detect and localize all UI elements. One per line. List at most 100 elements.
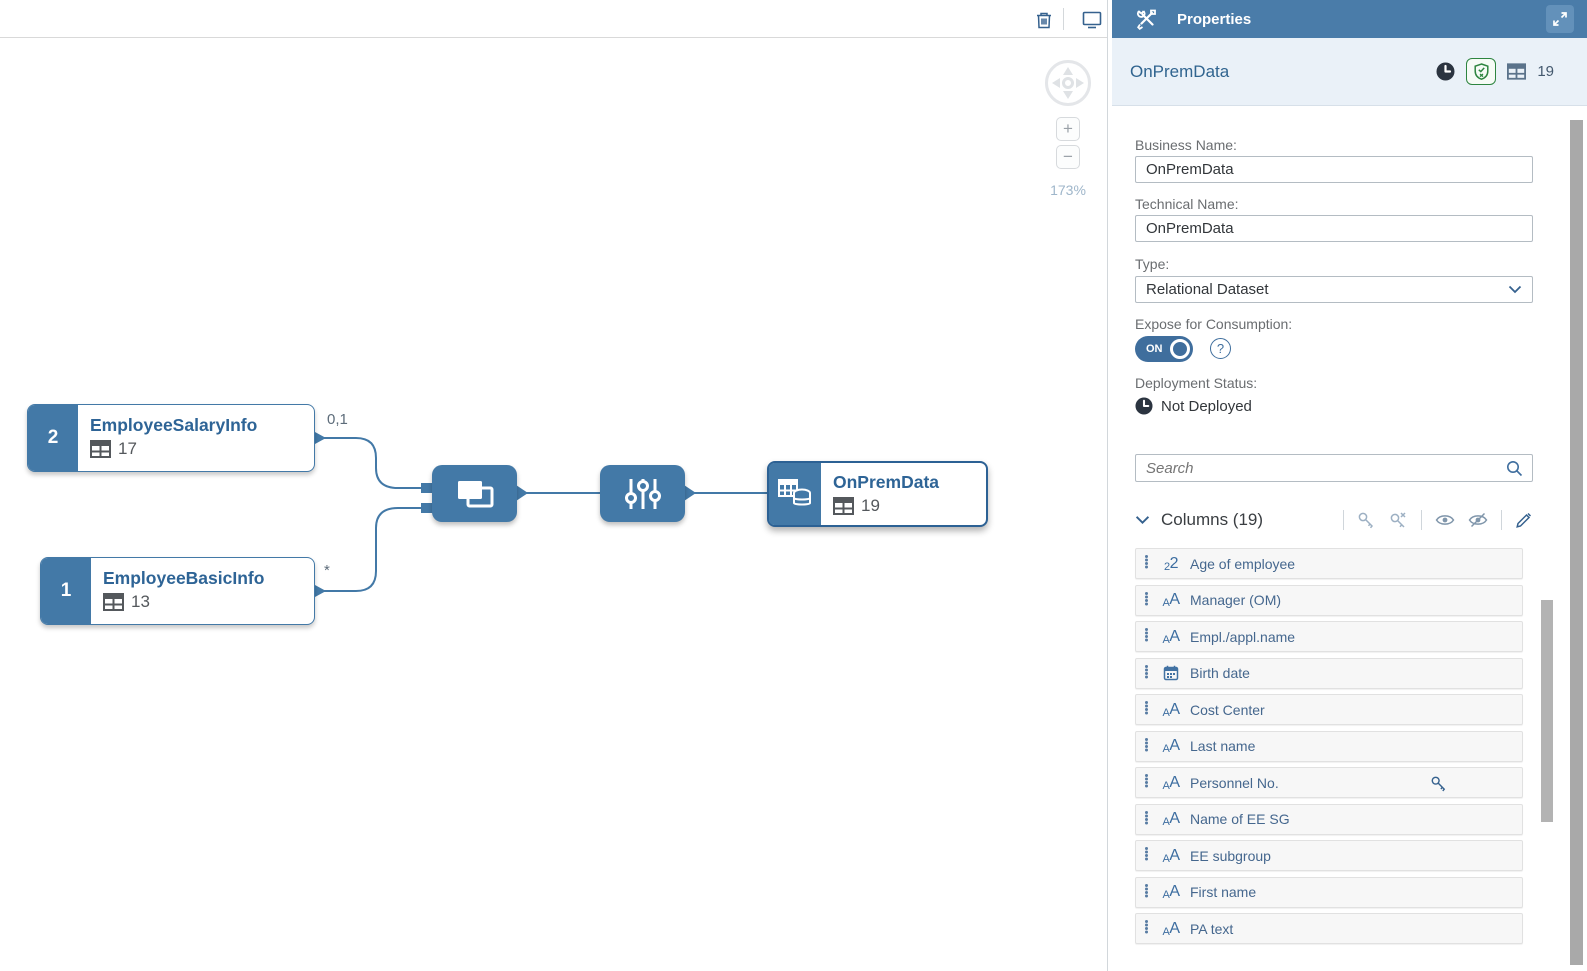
drag-handle-icon[interactable] — [1145, 562, 1148, 565]
table-icon — [1507, 63, 1527, 80]
drag-handle-icon[interactable] — [1145, 744, 1148, 748]
column-label: Manager (OM) — [1190, 592, 1282, 608]
column-row[interactable]: 22 AA Name of EE SG — [1135, 803, 1523, 835]
node-onpremdata-output[interactable]: OnPremData 19 — [767, 461, 988, 527]
expose-toggle[interactable]: ON — [1135, 336, 1193, 362]
tools-icon — [1136, 8, 1158, 30]
drag-handle-icon[interactable] — [1145, 635, 1148, 638]
not-deployed-clock-icon — [1135, 397, 1153, 415]
date-type-icon — [1158, 665, 1184, 681]
node-projection-operator[interactable] — [600, 465, 685, 522]
projection-icon — [624, 478, 661, 509]
panel-scrollbar[interactable] — [1570, 120, 1583, 965]
column-row[interactable]: 22 AA PA text — [1135, 913, 1523, 944]
zoom-in-button[interactable]: + — [1056, 117, 1080, 141]
node-employee-salary-info[interactable]: 2 EmployeeSalaryInfo 17 — [27, 404, 315, 472]
search-input[interactable] — [1136, 459, 1506, 477]
column-row[interactable]: 22 AA Age of employee — [1135, 548, 1523, 579]
hide-column-eye-slash-icon[interactable] — [1468, 512, 1488, 528]
zoom-out-button[interactable]: − — [1056, 145, 1080, 169]
column-label: First name — [1190, 884, 1257, 900]
node-title: EmployeeBasicInfo — [103, 568, 265, 588]
drag-handle-icon[interactable] — [1145, 817, 1148, 821]
edit-pencil-icon[interactable] — [1515, 511, 1533, 529]
column-label: Name of EE SG — [1190, 811, 1290, 827]
column-row[interactable]: 22 AA Empl./appl.name — [1135, 621, 1523, 652]
column-row[interactable]: 22 AA First name — [1135, 876, 1523, 908]
columns-section-header: Columns (19) — [1135, 505, 1533, 535]
type-select-value: Relational Dataset — [1146, 281, 1269, 298]
expand-panel-button[interactable] — [1546, 5, 1574, 33]
table-icon — [103, 593, 124, 611]
drag-handle-icon[interactable] — [1145, 890, 1148, 894]
expose-label: Expose for Consumption: — [1135, 316, 1293, 332]
drag-handle-icon[interactable] — [1145, 671, 1148, 675]
actions-separator — [1421, 510, 1422, 530]
column-row[interactable]: 22 AA EE subgroup — [1135, 840, 1523, 871]
dataset-icon — [778, 479, 811, 506]
business-name-input[interactable] — [1135, 156, 1533, 183]
technical-name-input[interactable] — [1135, 215, 1533, 242]
column-label: EE subgroup — [1190, 847, 1271, 864]
type-label: Type: — [1135, 256, 1170, 272]
set-key-icon[interactable] — [1357, 511, 1376, 530]
table-icon — [90, 440, 111, 458]
delete-button[interactable] — [1033, 9, 1055, 31]
pan-compass[interactable] — [1044, 59, 1092, 107]
column-row[interactable]: 22 AA Cost Center — [1135, 694, 1523, 725]
column-row[interactable]: 22 AA Manager (OM) — [1135, 584, 1523, 616]
properties-panel: Properties OnPremData — [1112, 0, 1587, 971]
validation-shield-button[interactable] — [1466, 58, 1497, 85]
canvas-toolbar — [0, 0, 1107, 38]
node-order-badge: 1 — [41, 558, 91, 624]
column-row[interactable]: 22 AA Personnel No. — [1135, 767, 1523, 798]
node-column-count: 19 — [861, 496, 880, 515]
node-employee-basic-info[interactable]: 1 EmployeeBasicInfo 13 — [40, 557, 315, 625]
node-column-count: 13 — [131, 592, 150, 611]
drag-handle-icon[interactable] — [1145, 598, 1148, 602]
help-icon[interactable]: ? — [1210, 338, 1231, 359]
columns-list: 22 AA Age of employee — [1135, 548, 1523, 950]
drag-handle-icon[interactable] — [1145, 781, 1148, 784]
column-label: Empl./appl.name — [1190, 628, 1296, 645]
properties-header: Properties — [1112, 0, 1587, 38]
column-row[interactable]: 22 AA Birth date — [1135, 657, 1523, 689]
column-label: Age of employee — [1190, 555, 1296, 572]
collapse-chevron-icon[interactable] — [1135, 515, 1150, 525]
remove-key-icon[interactable] — [1389, 511, 1408, 530]
shield-check-icon — [1474, 63, 1489, 80]
key-indicator-icon — [1430, 775, 1448, 793]
drag-handle-icon[interactable] — [1145, 927, 1148, 930]
table-icon — [833, 497, 854, 515]
columns-scrollbar[interactable] — [1541, 600, 1553, 822]
expand-icon — [1553, 12, 1567, 26]
search-box — [1135, 454, 1533, 482]
drag-handle-icon[interactable] — [1145, 708, 1148, 711]
column-label: Personnel No. — [1190, 774, 1279, 791]
column-row[interactable]: 22 AA Last name — [1135, 730, 1523, 762]
object-column-count: 19 — [1537, 63, 1554, 80]
column-label: Cost Center — [1190, 701, 1265, 718]
column-label: Last name — [1190, 738, 1256, 754]
type-select[interactable]: Relational Dataset — [1135, 276, 1533, 303]
deployment-status-label: Deployment Status: — [1135, 375, 1258, 391]
node-column-count: 17 — [118, 439, 137, 458]
monitor-icon — [1082, 11, 1102, 29]
node-join-operator[interactable] — [432, 465, 517, 522]
panel-title: Properties — [1177, 10, 1252, 28]
node-title: EmployeeSalaryInfo — [90, 415, 258, 435]
node-title: OnPremData — [833, 472, 940, 492]
join-icon — [457, 480, 493, 507]
show-column-eye-icon[interactable] — [1435, 513, 1455, 527]
search-icon[interactable] — [1506, 460, 1523, 477]
drag-handle-icon[interactable] — [1145, 854, 1148, 857]
preview-button[interactable] — [1081, 9, 1103, 31]
diagram-canvas[interactable]: + − 173% 2 EmployeeSalaryI — [0, 0, 1108, 971]
chevron-down-icon — [1508, 285, 1522, 294]
